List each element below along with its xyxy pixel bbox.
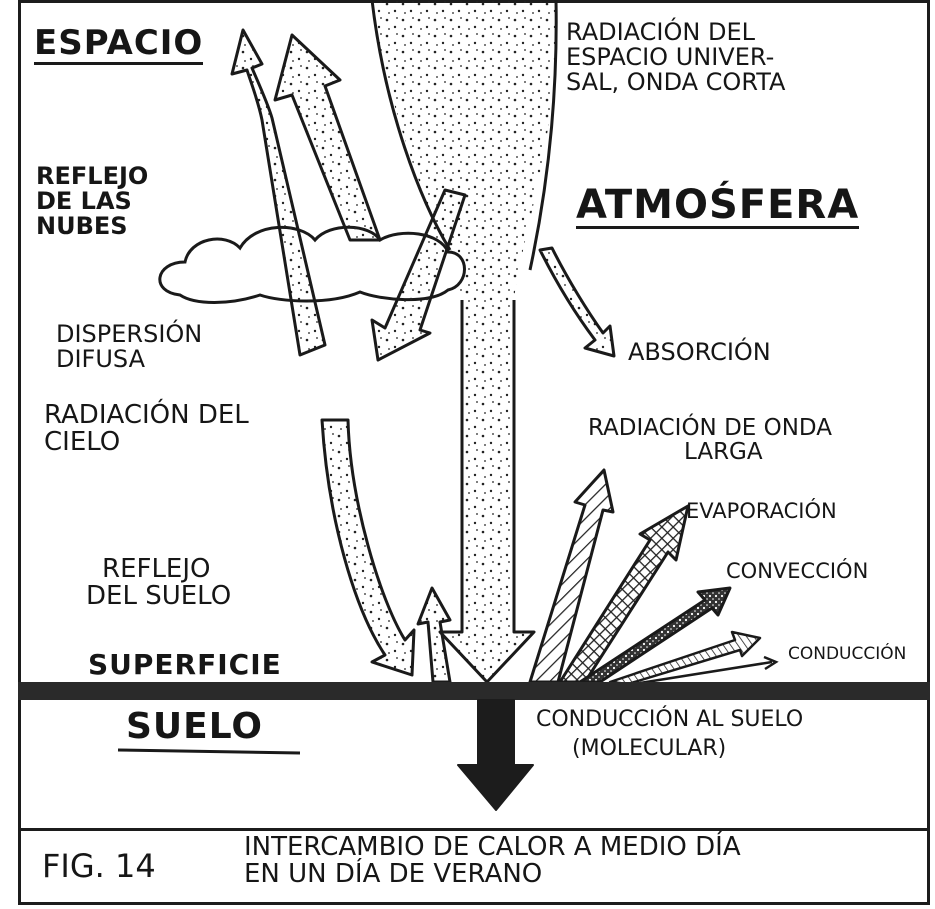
absorption-arrow xyxy=(538,246,616,358)
evaporation-arrow xyxy=(558,504,690,684)
figure-number: FIG. 14 xyxy=(42,847,156,885)
ground-reflection-arrow xyxy=(416,586,452,684)
ground-reflection-label: REFLEJO DEL SUELO xyxy=(86,554,232,612)
cloud-reflection-arrow xyxy=(273,33,382,242)
space-radiation-label: RADIACIÓN DEL ESPACIO UNIVER- SAL, ONDA … xyxy=(566,18,786,97)
conduction-label: CONDUCCIÓN xyxy=(788,644,907,664)
convection-label: CONVECCIÓN xyxy=(726,559,869,583)
conduction-air-arrow xyxy=(608,630,762,686)
caption-box xyxy=(18,828,930,905)
sky-radiation-label: RADIACIÓN DEL CIELO xyxy=(44,400,249,458)
cloud-reflection-label: REFLEJO DE LAS NUBES xyxy=(36,162,149,241)
surface-band xyxy=(18,682,930,700)
soil-conduction-label: CONDUCCIÓN AL SUELO (MOLECULAR) xyxy=(536,707,804,762)
reflection-to-space-arrow xyxy=(230,28,327,357)
space-label: ESPACIO xyxy=(34,23,204,65)
evaporation-label: EVAPORACIÓN xyxy=(686,499,837,523)
absorption-label: ABSORCIÓN xyxy=(628,338,771,366)
longwave-arrow xyxy=(528,468,615,684)
soil-conduction-arrow xyxy=(457,699,534,811)
longwave-label: RADIACIÓN DE ONDA LARGA xyxy=(588,415,832,466)
atmosphere-label: ATMOŚFERA xyxy=(576,182,860,229)
soil-label: SUELO xyxy=(126,706,264,747)
diffuse-scatter-label: DISPERSIÓN DIFUSA xyxy=(56,320,203,374)
incoming-radiation-beam xyxy=(372,0,557,682)
diffuse-scatter-arrow xyxy=(370,188,467,362)
figure-caption: INTERCAMBIO DE CALOR A MEDIO DÍA EN UN D… xyxy=(244,832,741,890)
sky-radiation-arrow xyxy=(320,418,416,677)
convection-arrow xyxy=(578,586,732,684)
surface-label: SUPERFICIE xyxy=(88,648,282,681)
